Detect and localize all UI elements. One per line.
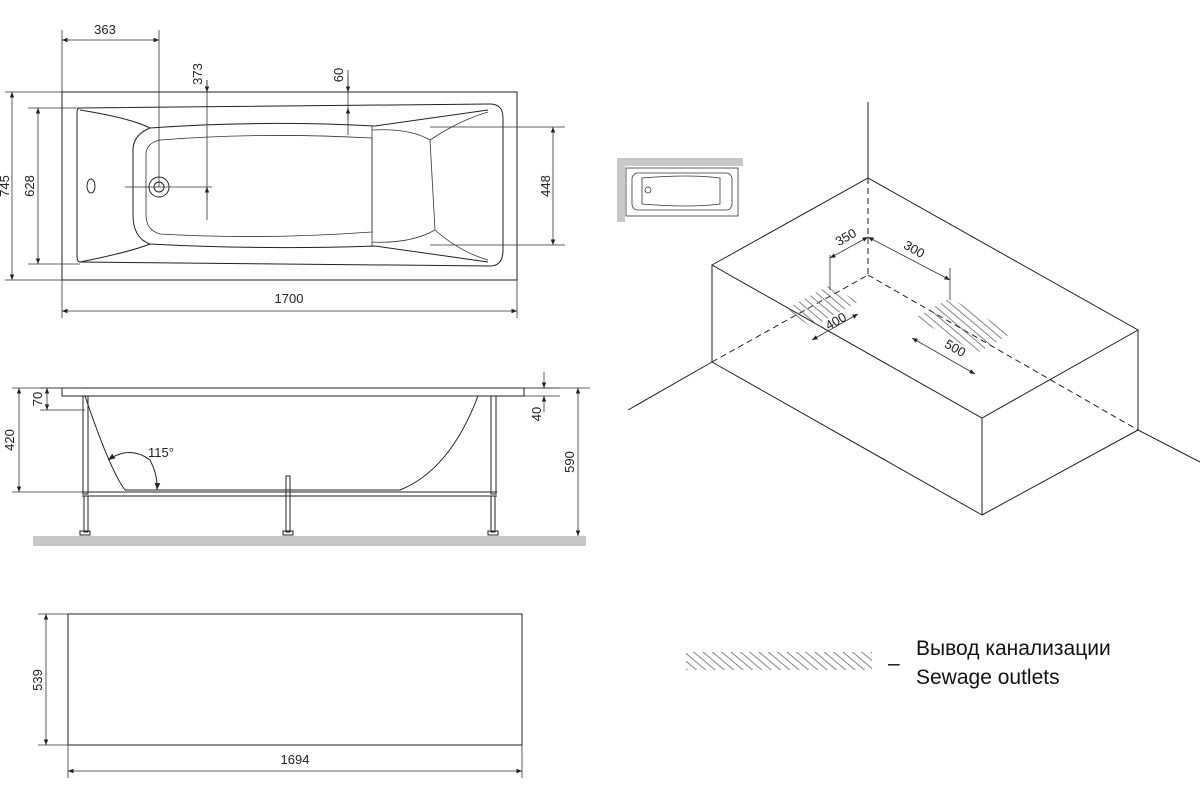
dim-628-label: 628 (22, 175, 37, 197)
top-view-headrest (371, 111, 489, 261)
thumbnail-tub-inner (631, 172, 733, 211)
dim-350-line (829, 236, 869, 259)
dim-40-label: 40 (529, 407, 544, 421)
floor-line-left (627, 361, 713, 411)
side-leg-left (83, 495, 89, 533)
side-tub-profile (84, 395, 479, 491)
side-foot-right (487, 530, 499, 536)
side-rim (61, 387, 525, 397)
dim-363-label: 363 (94, 22, 116, 37)
dim-539-label: 539 (30, 669, 45, 691)
legend-label-ru: Вывод канализации (916, 637, 1111, 660)
side-view: 115° 70 420 40 590 (2, 372, 590, 546)
angle-arc (107, 452, 161, 491)
dim-400-line (811, 313, 859, 341)
top-view-basin (79, 109, 489, 263)
dim-70-label: 70 (30, 392, 45, 406)
dim-300-label: 300 (901, 237, 927, 261)
top-view-basin-inner (145, 135, 373, 237)
side-leg-middle (285, 475, 291, 533)
side-leg-right-upper (490, 395, 497, 495)
panel-view: 539 1694 (30, 613, 523, 778)
legend: – Вывод канализации Sewage outlets (686, 637, 1111, 689)
dim-1694-label: 1694 (281, 752, 310, 767)
front-panel (67, 613, 523, 746)
dim-300-line (867, 236, 951, 281)
side-leg-left-upper (82, 395, 89, 495)
placement-thumbnail (617, 158, 743, 222)
box-top (710, 177, 1140, 419)
top-view: 363 373 60 745 628 448 1700 (0, 22, 565, 318)
box-bottom-front (711, 361, 983, 516)
floor-line-right (1137, 429, 1200, 463)
dim-448-label: 448 (538, 175, 553, 197)
thumbnail-wall-left (617, 158, 625, 222)
legend-hatch-swatch (686, 652, 872, 670)
thumbnail-tub (625, 167, 739, 217)
dim-373-label: 373 (190, 63, 205, 85)
thumbnail-drain-icon (644, 186, 652, 194)
box-bottom-right (981, 429, 1139, 516)
sewage-outlet-zone-right (915, 298, 1012, 353)
thumbnail-wall-top (617, 158, 743, 166)
angle-115-label: 115° (148, 445, 174, 460)
legend-dash: – (888, 652, 900, 675)
top-view-outer-rim (61, 91, 518, 281)
dim-1700-label: 1700 (275, 291, 304, 306)
top-view-inner-tub (76, 103, 504, 267)
thumbnail-basin (641, 175, 721, 207)
side-foot-left (79, 530, 91, 536)
floor (33, 536, 586, 546)
overflow-icon (86, 178, 96, 194)
dim-60-label: 60 (331, 68, 346, 82)
dim-350-label: 350 (833, 225, 859, 249)
isometric-view: 350 300 400 500 (627, 102, 1200, 516)
dim-420-label: 420 (2, 429, 17, 451)
sewage-outlet-zone-left (784, 285, 858, 327)
side-leg-right (490, 495, 496, 533)
dim-590-label: 590 (562, 451, 577, 473)
dim-500-line (911, 337, 976, 375)
side-foot-middle (282, 530, 294, 536)
legend-label-en: Sewage outlets (916, 666, 1060, 689)
dim-745-label: 745 (0, 175, 12, 197)
hidden-back-right (867, 274, 1139, 431)
